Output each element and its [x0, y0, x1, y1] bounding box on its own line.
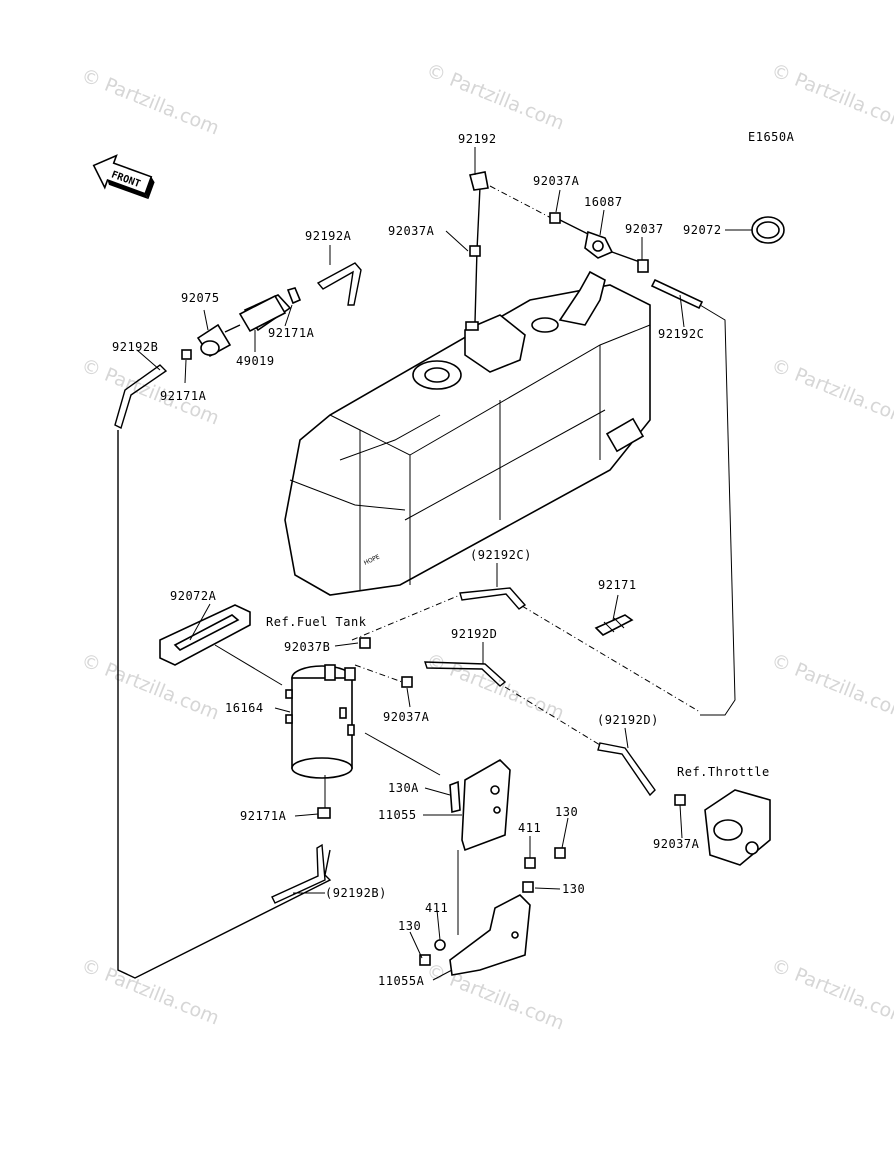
watermark: © Partzilla.com	[78, 649, 222, 724]
watermark: © Partzilla.com	[768, 59, 894, 134]
part-label-92072: 92072	[683, 223, 722, 237]
watermark: © Partzilla.com	[423, 59, 567, 134]
watermark: © Partzilla.com	[423, 649, 567, 724]
clip-92171	[594, 614, 634, 636]
part-label-16164: 16164	[225, 701, 264, 715]
part-label-92171a: 92171A	[268, 326, 315, 340]
part-label-92192c: 92192C	[658, 327, 704, 341]
bracket-11055	[461, 759, 511, 852]
bracket-92072a	[159, 604, 251, 666]
watermark: © Partzilla.com	[768, 649, 894, 724]
part-label-11055: 11055	[378, 808, 417, 822]
part-label-92192d: 92192D	[451, 627, 497, 641]
watermark: © Partzilla.com	[423, 959, 567, 1034]
part-label-92192: 92192	[458, 132, 497, 146]
ref-throttle-label: Ref.Throttle	[677, 765, 770, 779]
part-label-130: 130	[562, 882, 585, 896]
valve-16087	[584, 230, 614, 259]
part-label-92037a: 92037A	[533, 174, 580, 188]
part-label-92037: 92037	[625, 222, 664, 236]
front-arrow-icon: FRONT	[92, 154, 155, 200]
part-label-92192b: 92192B	[112, 340, 158, 354]
watermark: © Partzilla.com	[78, 64, 222, 139]
watermarks: © Partzilla.com © Partzilla.com © Partzi…	[78, 59, 894, 1034]
bracket-11055a	[449, 894, 531, 976]
part-label-130: 130	[398, 919, 421, 933]
watermark: © Partzilla.com	[768, 954, 894, 1029]
part-label-92192d-ref: (92192D)	[597, 713, 659, 727]
diagram-code: E1650A	[748, 130, 795, 144]
part-label-92171: 92171	[598, 578, 637, 592]
part-label-92075: 92075	[181, 291, 220, 305]
fuel-filter-49019	[238, 294, 287, 333]
part-label-92072a: 92072A	[170, 589, 217, 603]
holder-92075	[196, 323, 232, 358]
fuel-tank: HOPE	[284, 270, 651, 596]
part-label-92192c-ref: (92192C)	[470, 548, 532, 562]
part-label-92037a: 92037A	[388, 224, 435, 238]
part-label-92171a: 92171A	[160, 389, 207, 403]
part-label-130a: 130A	[388, 781, 419, 795]
part-label-411: 411	[425, 901, 448, 915]
part-labels: 92192 92037A 16087 92037 92072 92192A 92…	[112, 132, 770, 988]
part-label-16087: 16087	[584, 195, 623, 209]
part-label-92037b: 92037B	[284, 640, 330, 654]
part-label-92037a: 92037A	[383, 710, 430, 724]
throttle-body	[704, 789, 771, 866]
part-label-411: 411	[518, 821, 541, 835]
part-label-130: 130	[555, 805, 578, 819]
part-label-11055a: 11055A	[378, 974, 425, 988]
canister-16164	[285, 664, 356, 779]
part-label-49019: 49019	[236, 354, 275, 368]
part-label-92192a: 92192A	[305, 229, 352, 243]
clamp-92072	[751, 216, 785, 244]
part-label-92171a: 92171A	[240, 809, 287, 823]
watermark: © Partzilla.com	[768, 354, 894, 429]
part-label-92192b-ref: (92192B)	[325, 886, 387, 900]
part-label-92037a: 92037A	[653, 837, 700, 851]
watermark: © Partzilla.com	[78, 954, 222, 1029]
ref-fuel-tank-label: Ref.Fuel Tank	[266, 615, 367, 629]
